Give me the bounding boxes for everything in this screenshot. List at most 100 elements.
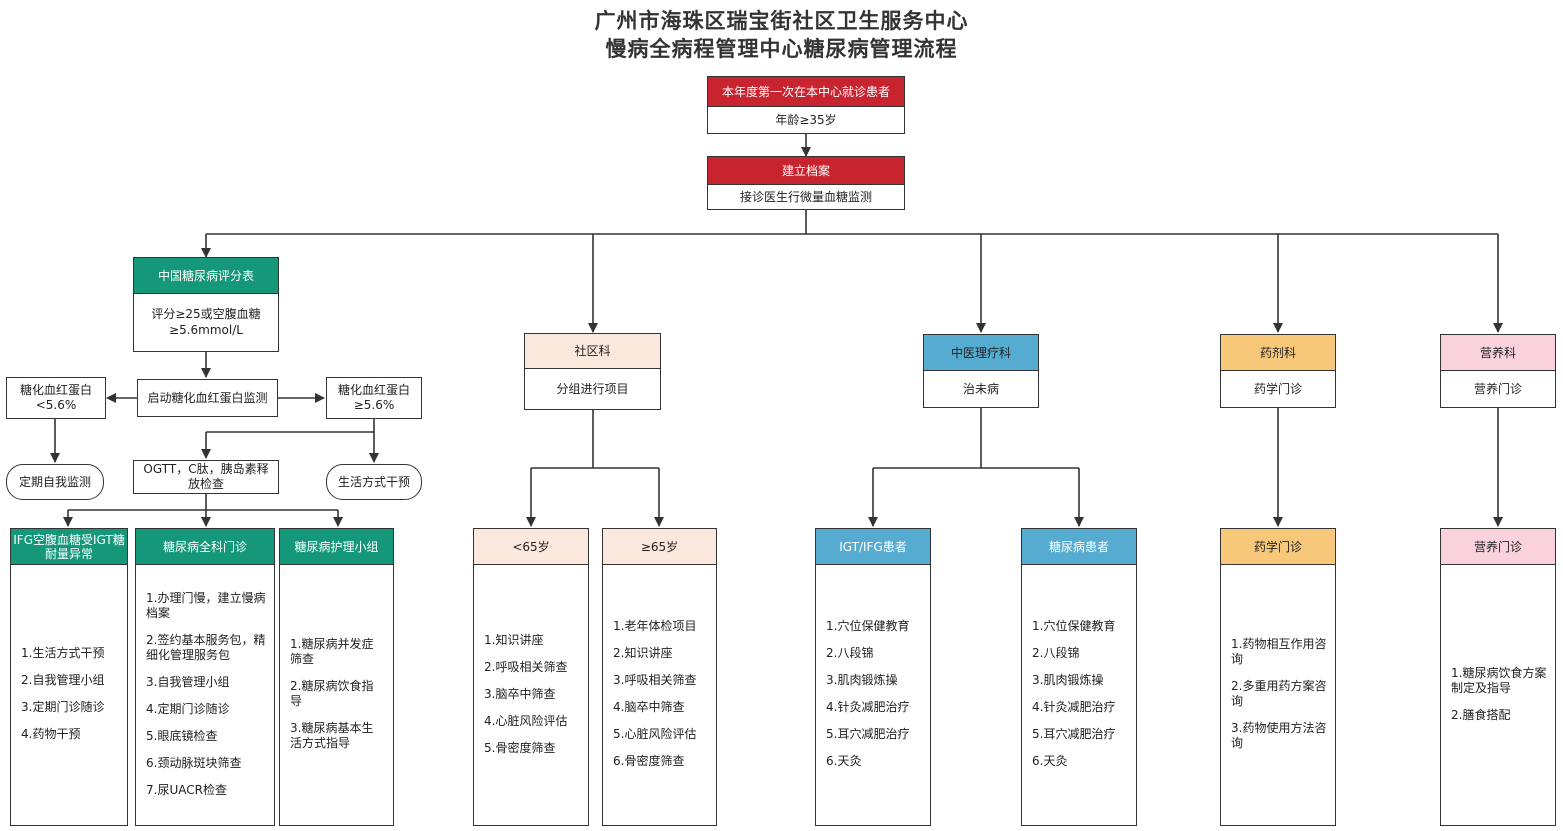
nutrition-dept-header: 营养科 xyxy=(1441,335,1555,371)
list-item: 3.脑卒中筛查 xyxy=(484,686,556,701)
page-title-line2: 慢病全病程管理中心糖尿病管理流程 xyxy=(605,37,958,61)
ifg-box: IFG空腹血糖受IGT糖耐量异常 1.生活方式干预 2.自我管理小组 3.定期门诊随… xyxy=(10,528,128,826)
list-item: 4.药物干预 xyxy=(21,727,81,741)
tcm-dept-box: 中医理疗科 治未病 xyxy=(923,334,1039,408)
tcm-dept-header: 中医理疗科 xyxy=(924,335,1038,371)
list-item: 1.药物相互作用咨询 xyxy=(1231,637,1327,666)
community-dept-header: 社区科 xyxy=(525,334,660,369)
nursing-box: 糖尿病护理小组 1.糖尿病并发症筛查 2.糖尿病饮食指导 3.糖尿病基本生活方式指导 xyxy=(279,528,394,826)
list-item: 5.骨密度筛查 xyxy=(484,740,556,755)
over65-box: ≥65岁 1.老年体检项目 2.知识讲座 3.呼吸相关筛查 4.脑卒中筛查 5.心脏风险… xyxy=(602,528,717,826)
diabetic-patient-box: 糖尿病患者 1.穴位保健教育 2.八段锦 3.肌肉锻炼操 4.针灸减肥治疗 5.耳穴减肥… xyxy=(1021,528,1137,826)
gp-clinic-list: 1.办理门慢，建立慢病档案 2.签约基本服务包，精细化管理服务包 3.自我管理小组 4… xyxy=(146,565,266,823)
pharmacy-clinic-header: 药学门诊 xyxy=(1221,529,1335,565)
igt-patient-header: IGT/IFG患者 xyxy=(816,529,930,565)
list-item: 3.肌肉锻炼操 xyxy=(826,673,898,687)
list-item: 1.知识讲座 xyxy=(484,632,544,647)
page-title-line1: 广州市海珠区瑞宝街社区卫生服务中心 xyxy=(594,9,969,33)
nutrition-clinic-header: 营养门诊 xyxy=(1441,529,1555,565)
igt-patient-box: IGT/IFG患者 1.穴位保健教育 2.八段锦 3.肌肉锻炼操 4.针灸减肥治疗 5.… xyxy=(815,528,931,826)
list-item: 4.心脏风险评估 xyxy=(484,713,568,728)
over65-header: ≥65岁 xyxy=(603,529,716,565)
list-item: 7.尿UACR检查 xyxy=(146,782,227,797)
self-monitor-pill: 定期自我监测 xyxy=(6,464,104,500)
under65-header: <65岁 xyxy=(474,529,588,565)
list-item: 6.骨密度筛查 xyxy=(613,754,685,768)
over65-list: 1.老年体检项目 2.知识讲座 3.呼吸相关筛查 4.脑卒中筛查 5.心脏风险评估 6.骨… xyxy=(613,565,708,823)
list-item: 6.颈动脉斑块筛查 xyxy=(146,755,242,770)
list-item: 1.糖尿病饮食方案制定及指导 xyxy=(1451,665,1547,695)
list-item: 2.呼吸相关筛查 xyxy=(484,659,568,674)
list-item: 5.耳穴减肥治疗 xyxy=(826,727,910,741)
list-item: 2.知识讲座 xyxy=(613,646,673,660)
list-item: 6.天灸 xyxy=(1032,754,1068,768)
ifg-header: IFG空腹血糖受IGT糖耐量异常 xyxy=(11,529,127,565)
nutrition-dept-body: 营养门诊 xyxy=(1473,381,1522,396)
first-visit-box: 本年度第一次在本中心就诊患者 年龄≥35岁 xyxy=(707,76,905,134)
pharmacy-clinic-list: 1.药物相互作用咨询 2.多重用药方案咨询 3.药物使用方法咨询 xyxy=(1231,565,1327,823)
ifg-list: 1.生活方式干预 2.自我管理小组 3.定期门诊随诊 4.药物干预 xyxy=(21,565,119,823)
pharmacy-dept-body: 药学门诊 xyxy=(1253,381,1302,396)
ogtt-box: OGTT，C肽，胰岛素释放检查 xyxy=(133,460,279,494)
community-dept-box: 社区科 分组进行项目 xyxy=(524,333,661,410)
list-item: 3.药物使用方法咨询 xyxy=(1231,721,1327,750)
nursing-list: 1.糖尿病并发症筛查 2.糖尿病饮食指导 3.糖尿病基本生活方式指导 xyxy=(290,565,385,823)
under65-box: <65岁 1.知识讲座 2.呼吸相关筛查 3.脑卒中筛查 4.心脏风险评估 5.骨密度筛… xyxy=(473,528,589,826)
list-item: 3.呼吸相关筛查 xyxy=(613,673,697,687)
diabetic-patient-header: 糖尿病患者 xyxy=(1022,529,1136,565)
score-header: 中国糖尿病评分表 xyxy=(134,258,278,294)
community-dept-body: 分组进行项目 xyxy=(556,381,629,396)
list-item: 2.签约基本服务包，精细化管理服务包 xyxy=(146,632,266,662)
list-item: 3.自我管理小组 xyxy=(146,674,230,689)
diabetic-patient-list: 1.穴位保健教育 2.八段锦 3.肌肉锻炼操 4.针灸减肥治疗 5.耳穴减肥治疗 6.天灸 xyxy=(1032,565,1128,823)
list-item: 2.自我管理小组 xyxy=(21,673,105,687)
gp-clinic-header: 糖尿病全科门诊 xyxy=(136,529,274,565)
hba1c-start-box: 启动糖化血红蛋白监测 xyxy=(137,379,278,417)
list-item: 4.针灸减肥治疗 xyxy=(826,700,910,714)
list-item: 1.办理门慢，建立慢病档案 xyxy=(146,590,266,620)
lifestyle-pill: 生活方式干预 xyxy=(326,464,422,500)
pharmacy-dept-box: 药剂科 药学门诊 xyxy=(1220,334,1336,408)
score-box: 中国糖尿病评分表 评分≥25或空腹血糖≥5.6mmol/L xyxy=(133,257,279,352)
score-body: 评分≥25或空腹血糖≥5.6mmol/L xyxy=(151,307,261,337)
pharmacy-dept-header: 药剂科 xyxy=(1221,335,1335,371)
under65-list: 1.知识讲座 2.呼吸相关筛查 3.脑卒中筛查 4.心脏风险评估 5.骨密度筛查 xyxy=(484,565,580,823)
archive-body: 接诊医生行微量血糖监测 xyxy=(739,190,872,204)
list-item: 4.定期门诊随诊 xyxy=(146,701,230,716)
nutrition-clinic-list: 1.糖尿病饮食方案制定及指导 2.膳食搭配 xyxy=(1451,565,1547,823)
list-item: 3.定期门诊随诊 xyxy=(21,700,105,714)
nursing-header: 糖尿病护理小组 xyxy=(280,529,393,565)
list-item: 1.糖尿病并发症筛查 xyxy=(290,637,374,666)
list-item: 2.八段锦 xyxy=(826,646,874,660)
archive-box: 建立档案 接诊医生行微量血糖监测 xyxy=(707,156,905,210)
list-item: 2.糖尿病饮食指导 xyxy=(290,679,374,708)
hba1c-high-box: 糖化血红蛋白≥5.6% xyxy=(326,377,422,419)
list-item: 5.眼底镜检查 xyxy=(146,728,218,743)
list-item: 1.生活方式干预 xyxy=(21,646,105,660)
list-item: 2.膳食搭配 xyxy=(1451,707,1511,722)
list-item: 3.糖尿病基本生活方式指导 xyxy=(290,721,374,750)
igt-patient-list: 1.穴位保健教育 2.八段锦 3.肌肉锻炼操 4.针灸减肥治疗 5.耳穴减肥治疗 6.天灸 xyxy=(826,565,922,823)
pharmacy-clinic-box: 药学门诊 1.药物相互作用咨询 2.多重用药方案咨询 3.药物使用方法咨询 xyxy=(1220,528,1336,826)
nutrition-dept-box: 营养科 营养门诊 xyxy=(1440,334,1556,408)
tcm-dept-body: 治未病 xyxy=(962,381,999,396)
list-item: 2.八段锦 xyxy=(1032,646,1080,660)
list-item: 4.脑卒中筛查 xyxy=(613,700,685,714)
list-item: 4.针灸减肥治疗 xyxy=(1032,700,1116,714)
list-item: 3.肌肉锻炼操 xyxy=(1032,673,1104,687)
list-item: 6.天灸 xyxy=(826,754,862,768)
list-item: 2.多重用药方案咨询 xyxy=(1231,679,1327,708)
first-visit-body: 年龄≥35岁 xyxy=(775,113,837,127)
list-item: 1.穴位保健教育 xyxy=(826,619,910,633)
hba1c-low-box: 糖化血红蛋白<5.6% xyxy=(6,377,106,419)
archive-header: 建立档案 xyxy=(708,157,904,185)
list-item: 1.老年体检项目 xyxy=(613,619,697,633)
list-item: 1.穴位保健教育 xyxy=(1032,619,1116,633)
list-item: 5.心脏风险评估 xyxy=(613,727,697,741)
nutrition-clinic-box: 营养门诊 1.糖尿病饮食方案制定及指导 2.膳食搭配 xyxy=(1440,528,1556,826)
first-visit-header: 本年度第一次在本中心就诊患者 xyxy=(708,77,904,107)
gp-clinic-box: 糖尿病全科门诊 1.办理门慢，建立慢病档案 2.签约基本服务包，精细化管理服务包 3… xyxy=(135,528,275,826)
list-item: 5.耳穴减肥治疗 xyxy=(1032,727,1116,741)
